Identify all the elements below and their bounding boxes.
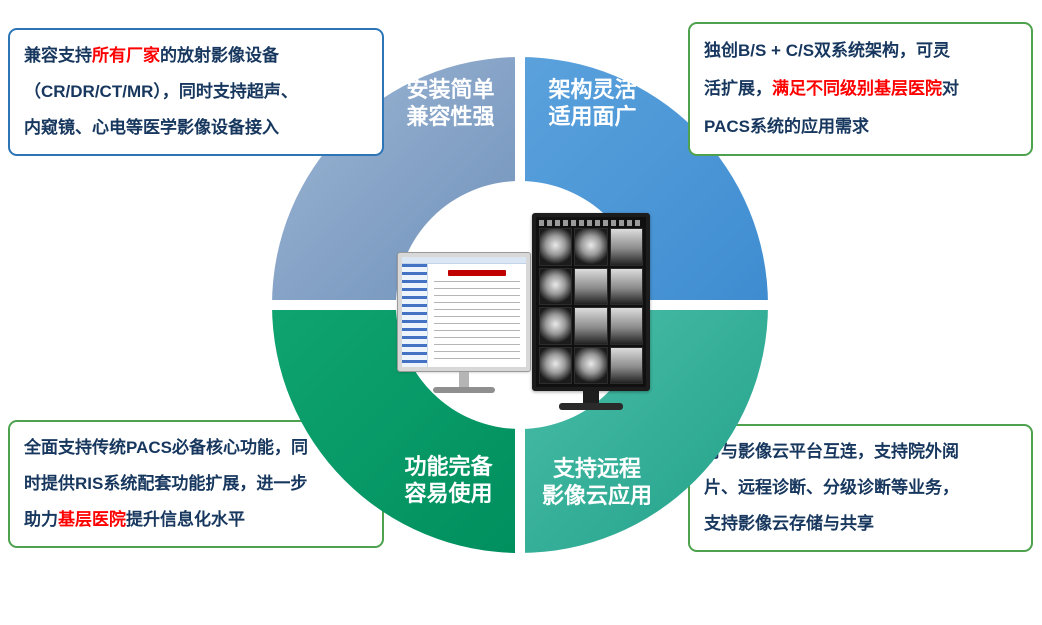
quadrant-label-line: 支持远程 [552,456,641,481]
monitor-stand-base [559,403,623,410]
report-monitor [397,252,531,393]
report-monitor-screen [397,252,531,372]
quadrant-bottom-left [272,305,520,553]
scan-thumbnail-grid [539,228,643,384]
report-content [428,264,526,367]
callout-system-architecture: 独创B/S + C/S双系统架构，可灵 活扩展，满足不同级别基层医院对 PACS… [688,22,1033,156]
report-title-bar [448,270,506,276]
quadrant-label-cloud: 支持远程 影像云应用 [521,455,673,509]
viewer-toolbar [539,220,643,226]
quadrant-label-install: 安装简单 兼容性强 [383,76,518,130]
monitor-stand-neck [459,371,469,387]
callout-text-segment: 可与影像云平台互连，支持院外阅 片、远程诊断、分级诊断等业务， 支持影像云存储与… [704,442,959,533]
quadrant-bottom-right [520,305,768,553]
callout-text-segment: 满足不同级别基层医院 [772,79,942,98]
callout-text-segment: 兼容支持 [24,46,92,65]
quadrant-label-function: 功能完备 容易使用 [381,453,516,507]
callout-text-segment: 对 PACS系统的应用需求 [704,79,959,136]
ct-thumbnail [539,307,573,345]
quadrant-label-line: 影像云应用 [541,483,652,508]
xray-thumbnail [609,267,643,305]
ct-thumbnail [574,228,608,266]
callout-text-segment: 基层医院 [58,510,126,529]
ct-thumbnail [539,228,573,266]
callout-device-compatibility: 兼容支持所有厂家的放射影像设备 （CR/DR/CT/MR），同时支持超声、 内窥… [8,28,384,156]
quadrant-label-line: 适用面广 [548,104,637,129]
monitor-stand-neck [583,391,599,403]
callout-text-segment: 的放射影像设备 （CR/DR/CT/MR），同时支持超声、 内窥镜、心电等医学影… [24,46,298,137]
callout-text-segment: 提升信息化水平 [126,510,245,529]
quadrant-label-line: 架构灵活 [548,77,637,102]
radiology-monitor-screen [532,213,650,391]
xray-thumbnail [609,346,643,384]
xray-thumbnail [574,307,608,345]
quadrant-label-line: 兼容性强 [406,104,495,129]
quadrant-label-line: 容易使用 [404,481,493,506]
quadrant-top-left [272,57,520,305]
callout-text-segment: 所有厂家 [92,46,160,65]
center-monitors-image [397,213,650,425]
ct-thumbnail [539,346,573,384]
radiology-monitor [532,213,650,410]
callout-text-segment: 全面支持传统PACS必备核心功能，同 时提供RIS系统配套功能扩展，进一步 助力 [24,438,308,529]
monitor-stand-base [433,387,495,393]
report-sidebar [402,264,428,367]
quadrant-label-architecture: 架构灵活 适用面广 [525,76,660,130]
ct-thumbnail [539,267,573,305]
report-window-body [402,264,526,367]
quadrant-label-line: 安装简单 [406,77,495,102]
quadrant-top-right [520,57,768,305]
xray-thumbnail [609,307,643,345]
report-window-header [402,257,526,264]
quadrant-label-line: 功能完备 [404,454,493,479]
callout-cloud-imaging: 可与影像云平台互连，支持院外阅 片、远程诊断、分级诊断等业务， 支持影像云存储与… [688,424,1033,552]
report-text-lines [434,281,520,359]
xray-thumbnail [574,267,608,305]
callout-text-segment: 独创B/S + C/S双系统架构，可灵 活扩展， [704,41,951,98]
ct-thumbnail [574,346,608,384]
xray-thumbnail [609,228,643,266]
